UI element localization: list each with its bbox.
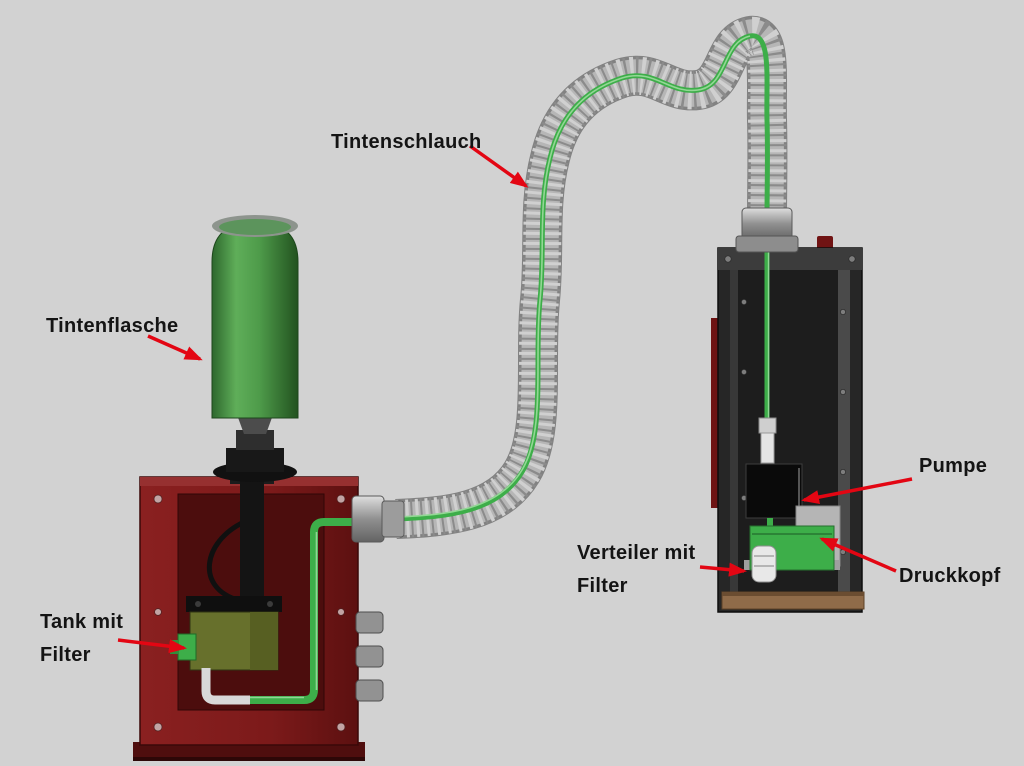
ink-bottle [211,215,299,419]
arrow-tintenflasche [147,334,203,361]
tank-body-shade [250,612,278,670]
label-tank-line1: Tank mit [40,611,124,633]
screw [724,255,732,263]
ink-bottle-body [211,223,299,419]
cable [207,519,246,603]
module-inner-wall-left [730,270,738,592]
arrow-verteiler [699,562,747,577]
screw [840,469,846,475]
arrow-tintenschlauch [468,144,529,188]
coupler-ring [381,500,405,538]
screw [840,389,846,395]
module-top-bar [718,248,862,270]
label-tintenflasche: Tintenflasche [46,315,179,337]
ink-tube-highlight [250,532,318,699]
ink-tube-left [250,518,374,704]
label-tank-line2: Filter [40,644,91,666]
label-druckkopf: Druckkopf [899,565,1001,587]
fitting-body [760,432,775,464]
arrow-druckkopf [819,537,897,573]
screw [153,722,163,732]
module-base-plate-edge [722,592,864,596]
inline-fitting [758,417,777,464]
screw [336,722,346,732]
label-verteiler-mit-filter: Verteiler mit Filter [577,537,695,603]
cable-gland [355,645,384,668]
down-tube [240,477,264,605]
ink-bottle-top-inner [219,219,291,235]
label-tank-mit-filter: Tank mit Filter [40,606,123,672]
screw [337,608,345,616]
fitting-upper [741,207,793,241]
hose-coupler-left [351,495,405,543]
module-inner-wall-right [838,270,850,592]
coupler-body [351,495,385,543]
hose-ink-highlight [395,35,751,518]
tank-drain-elbow [201,668,250,705]
bottle-mount-body [226,448,284,472]
label-tintenschlauch: Tintenschlauch [331,131,482,153]
cable-gland [355,611,384,634]
hose-fitting-right [735,207,799,253]
label-verteiler-line2: Filter [577,575,628,597]
arrow-pumpe [801,477,913,505]
tank-bolt [195,601,201,607]
tank-station-base-shadow [133,757,365,761]
screw [336,494,346,504]
annotation-arrows [117,144,913,654]
pump [745,463,803,519]
label-verteiler-line1: Verteiler mit [577,542,696,564]
screw [154,608,162,616]
tank-station-base [133,742,365,760]
cable-gland [355,679,384,702]
print-module [711,236,865,613]
bottle-mount-upper [236,430,274,450]
fitting-top [758,417,777,434]
screw [840,309,846,315]
arrow-tank [117,638,187,654]
label-pumpe: Pumpe [919,455,988,477]
screw [741,369,747,375]
tank-bolt [267,601,273,607]
fitting-collar [735,235,799,253]
ink-tank-station [133,412,384,761]
cable-glands [355,611,384,702]
screw [741,299,747,305]
filter-cylinder [751,545,777,583]
screw [848,255,856,263]
tank-top-plate [186,596,282,612]
screw [153,494,163,504]
ink-hose [395,15,788,539]
